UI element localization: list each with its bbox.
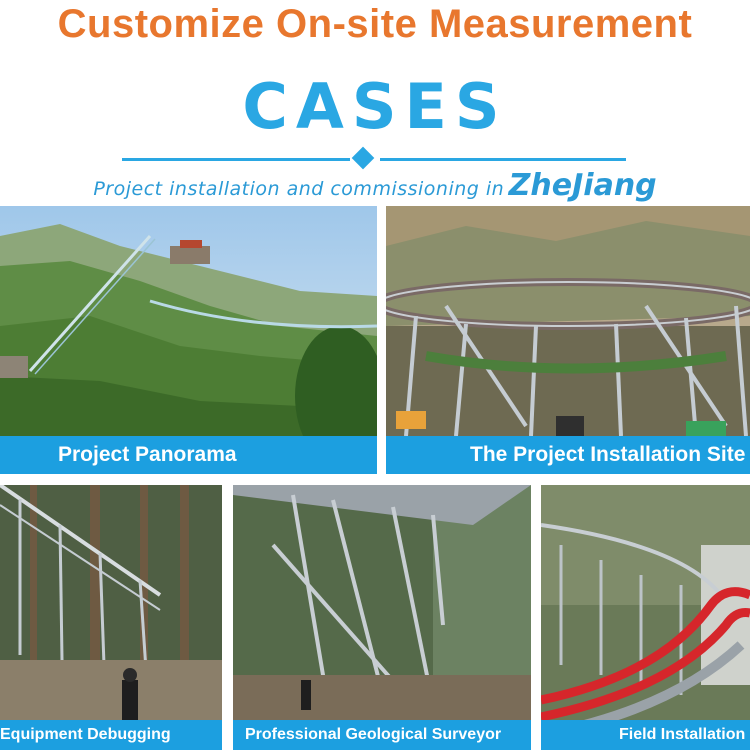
divider-left <box>122 158 350 161</box>
caption-bar: Equipment Debugging <box>0 720 222 750</box>
headline: Customize On-site Measurement <box>57 2 693 46</box>
photo-geological-surveyor: Professional Geological Surveyor <box>233 485 531 750</box>
section-title: CASES <box>242 70 508 143</box>
caption-bar: The Project Installation Site <box>386 436 750 474</box>
photo-field-installation: Field Installation <box>541 485 750 750</box>
caption-text: Equipment Debugging <box>0 726 171 743</box>
subtitle-lead: Project installation and commissioning i… <box>93 178 505 200</box>
caption-text: Professional Geological Surveyor <box>245 726 502 743</box>
diamond-ornament-icon <box>351 146 375 170</box>
caption-bar: Field Installation <box>541 720 750 750</box>
caption-bar: Professional Geological Surveyor <box>233 720 531 750</box>
caption-bar: Project Panorama <box>0 436 377 474</box>
caption-text: The Project Installation Site <box>470 443 746 466</box>
photo-equipment-debugging: Equipment Debugging <box>0 485 222 750</box>
subtitle-place: ZheJiang <box>508 168 657 203</box>
subtitle: Project installation and commissioning i… <box>0 168 750 203</box>
caption-text: Field Installation <box>619 726 746 743</box>
photo-installation-site: The Project Installation Site <box>386 206 750 474</box>
photo-project-panorama: Project Panorama <box>0 206 377 474</box>
caption-text: Project Panorama <box>58 443 237 466</box>
divider-right <box>380 158 626 161</box>
